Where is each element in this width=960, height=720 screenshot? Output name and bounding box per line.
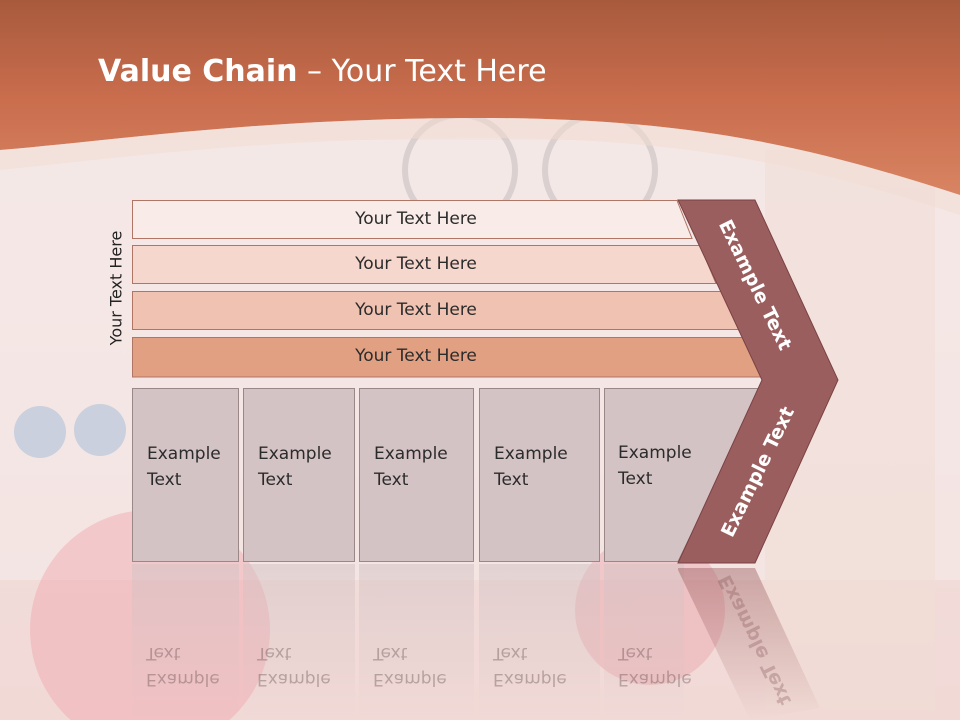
slide-title: Value Chain – Your Text Here [98, 54, 547, 89]
chevron-reflection [678, 568, 820, 720]
bar-3: Your Text Here [132, 291, 740, 330]
box-reflection-3: Example Text [359, 564, 474, 720]
bar-2-label: Your Text Here [355, 254, 477, 274]
example-box-3: Example Text [359, 388, 474, 562]
bar-3-label: Your Text Here [355, 300, 477, 320]
example-box-1-label: Example Text [147, 444, 221, 490]
box-reflection-2: Example Text [243, 564, 355, 720]
example-box-5: Example Text [604, 388, 764, 562]
example-box-4-label: Example Text [494, 444, 568, 490]
box-reflection-5: Example Text [604, 564, 692, 720]
box-reflection-2-label: Example Text [257, 643, 331, 689]
chevron-arrow [677, 199, 839, 564]
example-box-2-label: Example Text [258, 444, 332, 490]
title-bold: Value Chain [98, 54, 298, 89]
title-rest: – Your Text Here [297, 54, 547, 89]
bar-1: Your Text Here [132, 200, 693, 239]
bar-4-label: Your Text Here [355, 346, 477, 366]
side-label: Your Text Here [106, 230, 126, 346]
box-reflection-4-label: Example Text [493, 643, 567, 689]
box-reflection-4: Example Text [479, 564, 600, 720]
chevron-shape [677, 199, 839, 564]
bar-2-fill [132, 245, 717, 284]
example-box-1: Example Text [132, 388, 239, 562]
bar-1-shape [132, 200, 693, 239]
example-box-4: Example Text [479, 388, 600, 562]
example-box-5-shape [604, 388, 763, 562]
bar-2-shape [132, 245, 717, 284]
box-reflection-1: Example Text [132, 564, 239, 720]
bar-2: Your Text Here [132, 245, 717, 284]
bar-1-fill [132, 200, 693, 239]
box-reflection-1-label: Example Text [146, 643, 220, 689]
box-reflection-3-label: Example Text [373, 643, 447, 689]
example-box-2: Example Text [243, 388, 355, 562]
example-box-3-label: Example Text [374, 444, 448, 490]
example-box-5-label: Example Text [618, 443, 692, 489]
bar-1-label: Your Text Here [355, 209, 477, 229]
